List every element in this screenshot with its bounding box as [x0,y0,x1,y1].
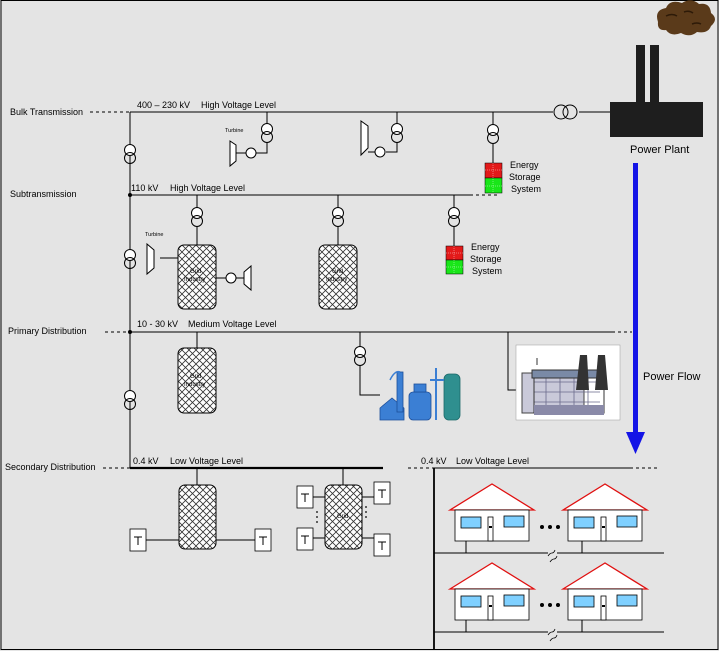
power-plant-label: Power Plant [630,144,689,156]
grid-industry-4 [178,484,217,550]
turbine-1-icon [229,140,237,168]
turbine-3-label: Turbine [145,232,163,238]
storage-1-label-a: Energy [510,160,539,170]
grid-industry-2-label-a: Grid [332,269,343,275]
meter-mid-3 [373,481,391,505]
storage-2-label-c: System [472,266,502,276]
refinery-icon [379,368,461,421]
grid-industry-2-label-b: Industry [326,277,347,283]
bus-2-name: High Voltage Level [170,183,245,193]
storage-2-label-b: Storage [470,254,502,264]
bus-2-voltage: 110 kV [131,183,158,193]
grid-industry-3-label-b: Industry [184,382,205,388]
bus-5-voltage: 0.4 kV [421,456,447,466]
generator-3 [225,272,237,284]
bus-5-name: Low Voltage Level [456,456,529,466]
grid-industry-1-label-a: Grid [190,269,201,275]
energy-storage-1 [484,162,503,194]
factory-image [515,344,621,421]
grid-industry-3-label-a: Grid [190,374,201,380]
plant-transformer [553,104,578,120]
house-ellipsis [540,525,560,607]
turbine-2-icon [360,120,369,157]
bus-1-name: High Voltage Level [201,100,276,110]
level-bulk-transmission: Bulk Transmission [10,107,83,117]
level-secondary-distribution: Secondary Distribution [5,462,96,472]
bus-4-voltage: 0.4 kV [133,456,159,466]
meter-left-2 [254,528,272,552]
power-flow-arrow [626,163,645,454]
grid-industry-1: Grid Industry [177,244,217,310]
generator-1 [245,147,257,159]
bus-1-voltage: 400 – 230 kV [137,100,190,110]
power-plant-icon [610,0,715,137]
level-subtransmission: Subtransmission [10,189,77,199]
turbine-1-label: Turbine [225,128,243,134]
power-flow-label: Power Flow [643,371,701,383]
bus-4-name: Low Voltage Level [170,456,243,466]
grid-industry-1-label-b: Industry [184,277,205,283]
bus-3-name: Medium Voltage Level [188,319,277,329]
storage-2-label-a: Energy [471,242,500,252]
generator-2 [374,146,386,158]
grid-industry-5: Grid [324,484,363,550]
turbine-4-icon [243,264,252,292]
meter-left-1 [129,528,147,552]
meter-mid-2 [296,527,314,551]
turbine-3-icon [146,242,155,276]
storage-1-label-c: System [511,184,541,194]
storage-1-label-b: Storage [509,172,541,182]
grid-industry-3: Grid Industry [177,347,217,414]
level-primary-distribution: Primary Distribution [8,326,87,336]
energy-storage-2 [445,245,464,275]
grid-industry-2: Grid Industry [318,244,358,310]
meter-mid-4 [373,533,391,557]
bus-3-voltage: 10 - 30 kV [137,319,178,329]
meter-mid-1 [296,485,314,509]
grid-industry-5-label: Grid [337,514,348,520]
